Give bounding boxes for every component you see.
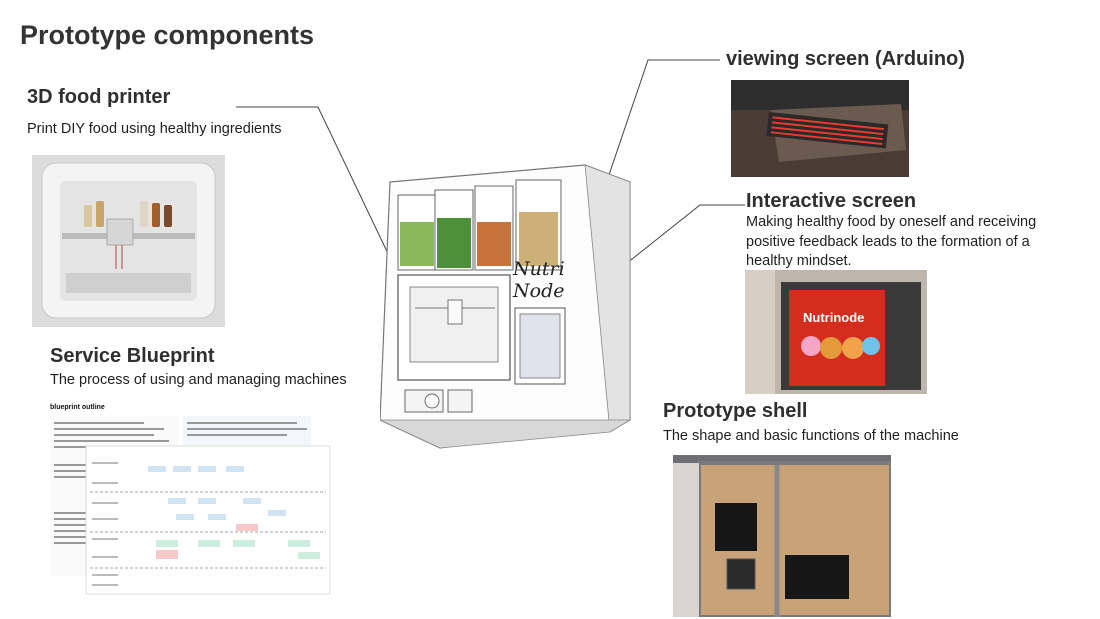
prototype-shell-photo: [673, 455, 891, 617]
interactive-screen-heading: Interactive screen: [746, 190, 917, 212]
interactive-screen-photo: Nutrinode: [745, 270, 927, 394]
food-printer-photo: [32, 155, 225, 327]
viewing-screen-photo: [731, 80, 909, 177]
food-printer-description: Print DIY food using healthy ingredients: [27, 121, 282, 137]
vending-machine-sketch: Nutri Node: [380, 150, 642, 450]
service-blueprint-image: blueprint outline: [48, 400, 333, 595]
prototype-shell-description: The shape and basic functions of the mac…: [663, 428, 959, 444]
brand-text-line1: Nutri: [512, 258, 565, 280]
nutrinode-screen-label: Nutrinode: [803, 310, 864, 325]
service-blueprint-description: The process of using and managing machin…: [50, 372, 347, 388]
interactive-screen-description: Making healthy food by oneself and recei…: [746, 214, 1037, 270]
brand-text-line2: Node: [512, 280, 564, 302]
food-printer-heading: 3D food printer: [27, 86, 171, 108]
page-title: Prototype components: [20, 20, 315, 50]
blueprint-doc-title: blueprint outline: [50, 404, 105, 411]
viewing-screen-heading: viewing screen (Arduino): [726, 48, 965, 70]
prototype-shell-heading: Prototype shell: [663, 400, 808, 422]
service-blueprint-heading: Service Blueprint: [50, 345, 215, 367]
